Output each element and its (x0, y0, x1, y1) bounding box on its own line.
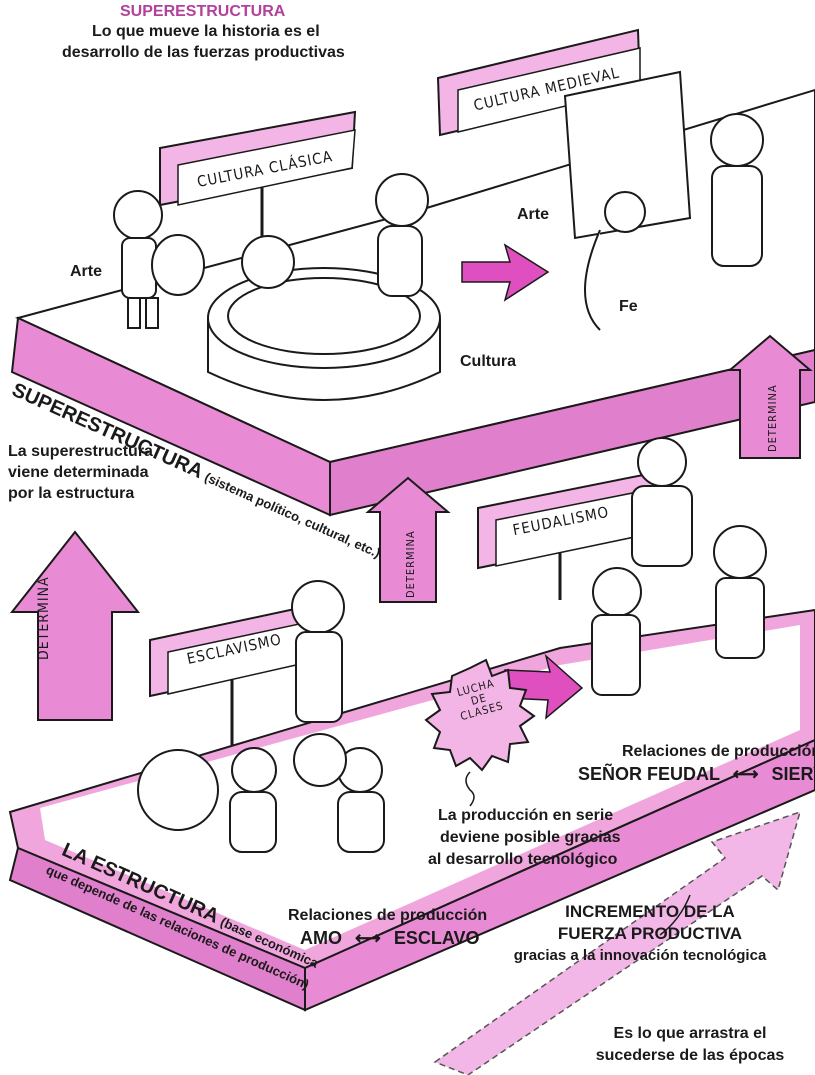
master: AMO (300, 928, 342, 948)
page-title: SUPERESTRUCTURA (120, 3, 286, 20)
lucha-de-clases-burst (424, 658, 536, 772)
determina-label-right: DETERMINA (766, 384, 779, 452)
determina-label-left: DETERMINA (36, 576, 52, 660)
productive-force-arrow (433, 810, 802, 1075)
feudal-relations-heading: Relaciones de producción (622, 743, 815, 760)
mass-production-line2: deviene posible gracias (440, 829, 621, 846)
feudal-lord: SEÑOR FEUDAL (578, 764, 720, 784)
transition-arrows (461, 243, 584, 720)
left-note-line3: por la estructura (8, 485, 135, 502)
connector-lines (465, 771, 691, 936)
sign-esclavismo-board (149, 602, 319, 745)
determina-arrow-middle (365, 476, 451, 603)
sign-cultura-clasica-board (159, 110, 357, 240)
determina-arrow-left (9, 530, 141, 721)
productive-force-line1: INCREMENTO DE LA (565, 902, 735, 921)
label-arte-right: Arte (517, 206, 550, 223)
slave: ESCLAVO (393, 928, 480, 948)
label-cultura: Cultura (460, 353, 516, 370)
serf: SIERVO (771, 764, 815, 784)
productive-force-line3: gracias a la innovación tecnológica (513, 947, 767, 964)
productive-force-line2: FUERZA PRODUCTIVA (557, 924, 743, 943)
subtitle-line1: Lo que mueve la historia es el (92, 23, 320, 40)
feudal-connector: ⟷ (732, 764, 759, 784)
label-arte-left: Arte (70, 263, 103, 280)
mass-production-line1: La producción en serie (438, 807, 614, 824)
characters (113, 70, 767, 853)
slave-relations-heading: Relaciones de producción (288, 907, 488, 924)
structure-platform (8, 608, 815, 1012)
determina-arrow-right (727, 334, 813, 459)
left-note-line1: La superestructura (8, 443, 153, 460)
label-fe: Fe (619, 298, 638, 315)
epochs-line2: sucederse de las épocas (595, 1047, 785, 1064)
epochs-line1: Es lo que arrastra el (613, 1025, 767, 1042)
slave-connector: ⟷ (355, 928, 381, 948)
slave-relations-line: AMO ⟷ ESCLAVO (300, 928, 480, 950)
determina-label-middle: DETERMINA (404, 530, 417, 598)
sign-feudalismo-board (477, 468, 669, 600)
mass-production-line3: al desarrollo tecnológico (428, 851, 618, 868)
subtitle-line2: desarrollo de las fuerzas productivas (62, 44, 345, 61)
feudal-relations-line: SEÑOR FEUDAL ⟷ SIERVO (578, 764, 815, 786)
left-note-line2: viene determinada (8, 464, 149, 481)
